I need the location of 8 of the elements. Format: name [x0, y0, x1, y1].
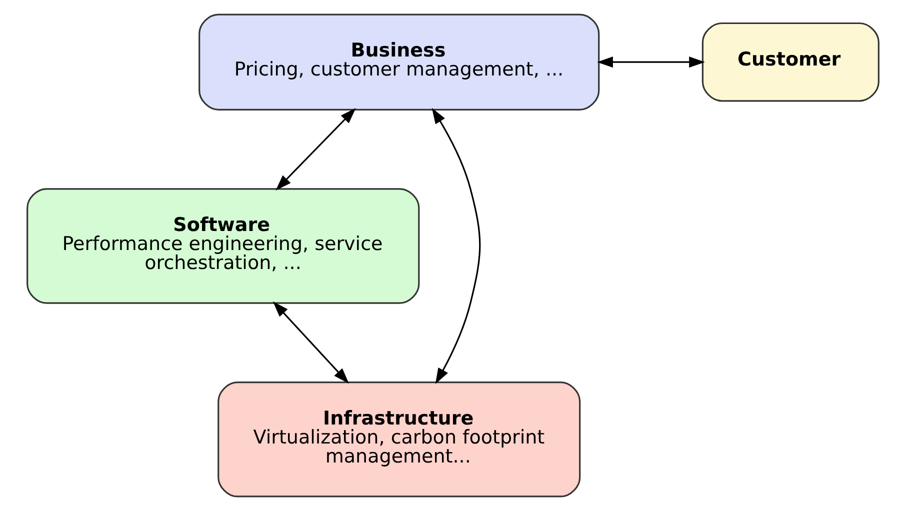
- arrow: [432, 108, 481, 384]
- arrow: [272, 301, 349, 384]
- node-box: Customer: [702, 22, 880, 102]
- arrow: [276, 108, 356, 190]
- node-box: Infrastructure Virtualization, carbon footprint management...: [218, 382, 581, 498]
- node-box: Business Pricing, customer management, ...: [198, 14, 600, 110]
- node-box: Software Performance engineering, service orchestration, ...: [26, 188, 420, 304]
- arrow: [597, 56, 705, 68]
